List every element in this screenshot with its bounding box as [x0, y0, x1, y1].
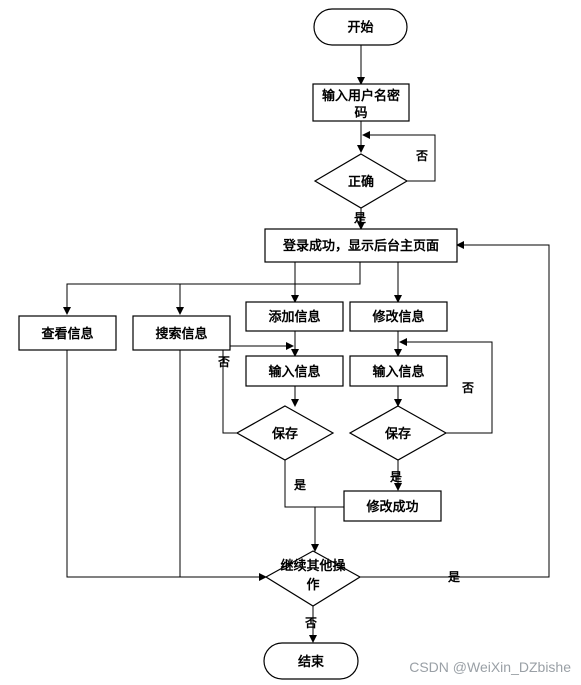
edge-view-to-continue: [66, 350, 267, 581]
label-no-save-add: 否: [217, 355, 230, 369]
save-add-label: 保存: [271, 426, 298, 442]
node-view-info: 查看信息: [18, 315, 117, 351]
node-modify-info: 修改信息: [349, 301, 448, 332]
modify-info-label: 修改信息: [371, 309, 424, 325]
node-modify-success: 修改成功: [343, 490, 442, 522]
continue-other-label-line2: 作: [306, 577, 319, 593]
label-yes-credentials: 是: [353, 211, 367, 225]
login-success-label: 登录成功，显示后台主页面: [282, 238, 439, 254]
search-info-label: 搜索信息: [155, 326, 207, 342]
watermark: CSDN @WeiXin_DZbishe: [409, 659, 571, 675]
continue-other-label-line1: 继续其他操: [280, 558, 345, 574]
node-end: 结束: [263, 642, 359, 680]
save-modify-label: 保存: [384, 426, 411, 442]
node-save-add: 保存: [235, 405, 335, 461]
edge-save-modify-no-loop: [399, 338, 493, 434]
view-info-label: 查看信息: [40, 326, 93, 342]
input-info-modify-label: 输入信息: [372, 364, 424, 380]
edge-to-view: [63, 262, 361, 315]
node-input-info-add: 输入信息: [245, 355, 344, 387]
node-start: 开始: [313, 8, 408, 46]
input-credentials-label-line2: 码: [354, 106, 367, 121]
node-add-info: 添加信息: [245, 301, 344, 332]
end-label: 结束: [298, 654, 325, 670]
label-no-save-modify: 否: [461, 381, 474, 395]
node-input-info-modify: 输入信息: [349, 355, 448, 387]
node-login-success: 登录成功，显示后台主页面: [264, 228, 458, 263]
label-yes-continue: 是: [447, 570, 461, 584]
label-no-credentials: 否: [415, 149, 428, 163]
node-continue-other: 继续其他操 作: [264, 550, 362, 607]
add-info-label: 添加信息: [268, 309, 320, 325]
input-credentials-label-line1: 输入用户名密: [322, 88, 400, 104]
edge-decision-no-loop: [362, 131, 436, 182]
label-yes-save-add: 是: [293, 478, 307, 492]
modify-success-label: 修改成功: [365, 499, 418, 515]
label-no-continue: 否: [304, 616, 317, 630]
connectors: [63, 45, 550, 643]
node-decision-correct: 正确: [313, 153, 409, 209]
start-label: 开始: [347, 20, 373, 36]
node-save-modify: 保存: [348, 405, 448, 461]
node-input-credentials: 输入用户名密 码: [312, 83, 410, 122]
node-search-info: 搜索信息: [132, 315, 231, 351]
decision-correct-label: 正确: [348, 174, 374, 190]
edge-save-add-no-loop: [222, 342, 294, 434]
edge-continue-yes-loop: [360, 241, 550, 578]
label-yes-save-modify: 是: [389, 470, 403, 484]
edge-save-add-yes: [284, 460, 319, 552]
input-info-add-label: 输入信息: [268, 364, 320, 380]
